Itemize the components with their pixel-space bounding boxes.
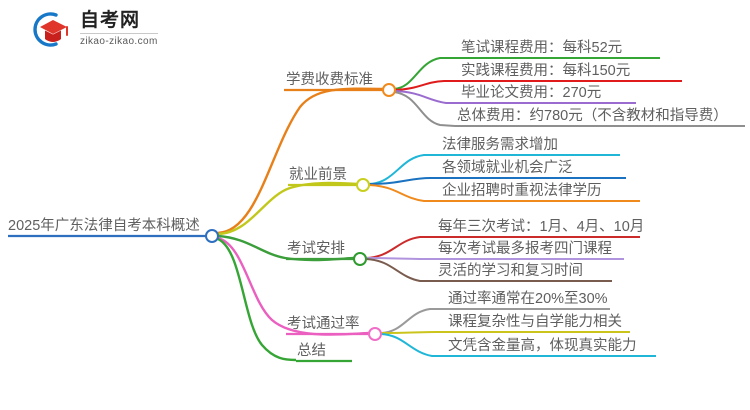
leaf-label-4-1[interactable]: 通过率通常在20%至30% xyxy=(448,291,608,307)
connector-root-to-branch-2 xyxy=(217,181,358,236)
branch-label-3[interactable]: 考试安排 xyxy=(287,241,345,257)
leaf-label-4-3[interactable]: 文凭含金量高，体现真实能力 xyxy=(448,338,637,354)
connector-b4-child-2 xyxy=(380,331,446,334)
connector-root-to-branch-5 xyxy=(217,237,297,362)
leaf-label-2-1[interactable]: 法律服务需求增加 xyxy=(442,137,558,153)
connector-root-to-branch-1 xyxy=(217,87,384,235)
node-branch-4[interactable] xyxy=(368,327,382,341)
logo-subtitle: zikao-zikao.com xyxy=(80,36,158,47)
leaf-label-2-2[interactable]: 各领域就业机会广泛 xyxy=(442,160,573,176)
leaf-label-3-3[interactable]: 灵活的学习和复习时间 xyxy=(438,263,583,279)
connector-b1-child-1 xyxy=(393,57,460,90)
branch-label-5[interactable]: 总结 xyxy=(297,343,326,359)
leaf-label-1-1[interactable]: 笔试课程费用：每科52元 xyxy=(461,40,623,56)
connector-b1-child-4 xyxy=(393,91,456,127)
logo-title: 自考网 xyxy=(80,11,158,34)
logo-text: 自考网 zikao-zikao.com xyxy=(80,11,158,47)
leaf-label-4-2[interactable]: 课程复杂性与自学能力相关 xyxy=(448,314,622,330)
branch-label-4[interactable]: 考试通过率 xyxy=(287,316,360,332)
site-logo: 自考网 zikao-zikao.com xyxy=(26,8,158,50)
node-branch-2[interactable] xyxy=(356,178,370,192)
connector-b1-child-2 xyxy=(393,80,460,91)
connector-b3-child-3 xyxy=(365,258,436,282)
leaf-label-3-1[interactable]: 每年三次考试：1月、4月、10月 xyxy=(438,219,645,235)
node-branch-3[interactable] xyxy=(353,252,367,266)
graduation-cap-icon xyxy=(26,8,72,50)
branch-label-1[interactable]: 学费收费标准 xyxy=(286,72,373,88)
connector-b3-child-2 xyxy=(365,257,436,260)
leaf-label-1-4[interactable]: 总体费用：约780元（不含教材和指导费） xyxy=(457,108,728,124)
leaf-label-1-2[interactable]: 实践课程费用：每科150元 xyxy=(461,63,631,79)
connector-b2-child-1 xyxy=(368,154,440,185)
connector-b2-child-3 xyxy=(368,184,440,202)
leaf-label-2-3[interactable]: 企业招聘时重视法律学历 xyxy=(442,183,602,199)
node-root[interactable] xyxy=(205,229,219,243)
root-node-label[interactable]: 2025年广东法律自考本科概述 xyxy=(8,218,200,234)
node-branch-1[interactable] xyxy=(382,83,396,97)
connector-b4-child-1 xyxy=(380,308,446,334)
logo-svg xyxy=(33,12,68,47)
branch-label-2[interactable]: 就业前景 xyxy=(289,167,347,183)
leaf-label-3-2[interactable]: 每次考试最多报考四门课程 xyxy=(438,241,612,257)
connector-b2-child-2 xyxy=(368,177,440,185)
connector-b1-child-3 xyxy=(393,90,460,104)
connector-b3-child-1 xyxy=(365,236,436,259)
connector-b4-child-3 xyxy=(380,333,446,357)
leaf-label-1-3[interactable]: 毕业论文费用：270元 xyxy=(461,85,602,101)
